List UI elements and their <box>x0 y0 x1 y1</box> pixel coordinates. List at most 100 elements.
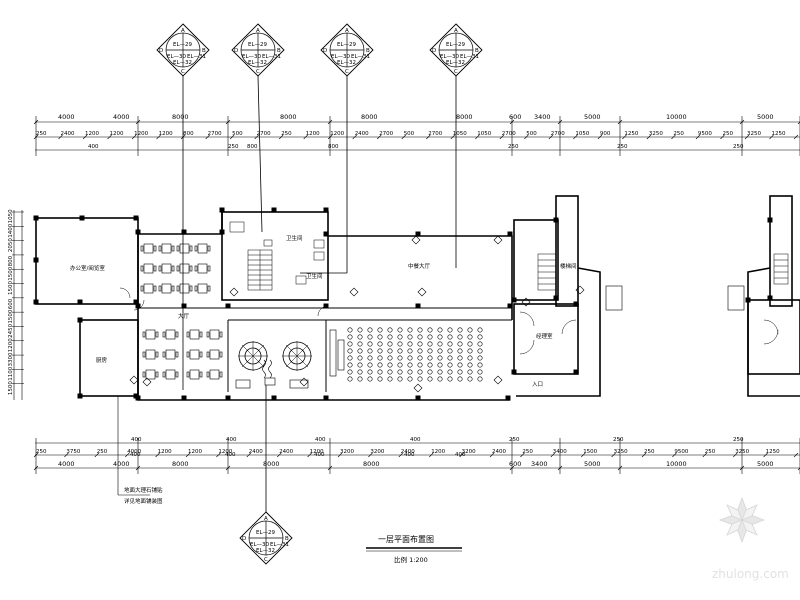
index-letter-top: A <box>264 516 268 522</box>
conference-seating <box>329 327 483 382</box>
drawing-title: 一层平面布置图 比例 1:200 <box>366 534 462 564</box>
dim-bottom-2: 5000 <box>757 460 774 468</box>
room-toilet: 卫生间 <box>286 234 303 242</box>
dim-left: 1500 <box>8 381 14 395</box>
dim-bottom-1: 2400 <box>492 449 506 455</box>
dim-bottom-2: 8000 <box>172 460 189 468</box>
dim-top-2: 2700 <box>208 131 222 137</box>
index-letter-right: B <box>285 536 289 542</box>
room-restaurant: 中餐大厅 <box>408 262 431 270</box>
dim-bottom-1: 3250 <box>735 449 749 455</box>
wave-curtain <box>262 359 272 379</box>
doors <box>119 287 779 355</box>
index-letter-left: D <box>323 48 327 54</box>
dim-bottom-1: 9500 <box>674 449 688 455</box>
dim-top-2: 2700 <box>428 131 442 137</box>
index-letter-right: B <box>277 48 281 54</box>
dimension-texts-bottom-row2: 4000 4000 8000 8000 8000 600 3400 5000 1… <box>58 460 774 468</box>
stairs <box>247 249 789 291</box>
dim-top-2: 1200 <box>330 131 344 137</box>
index-letter-left: D <box>234 48 238 54</box>
dim-bottom-1: 1200 <box>431 449 445 455</box>
dim-bottom-1: 1200 <box>218 449 232 455</box>
dim-top-2: 1050 <box>575 131 589 137</box>
dimension-texts-top: 4000 4000 8000 8000 8000 8000 600 3400 5… <box>58 113 774 121</box>
dim-top-3: 400 <box>88 144 99 150</box>
index-letter-bottom: C <box>256 69 260 75</box>
index-letter-bottom: C <box>264 557 268 563</box>
dim-bottom-1: 250 <box>97 449 108 455</box>
dim-bottom-1: 1200 <box>188 449 202 455</box>
index-letter-bottom: C <box>454 69 458 75</box>
dim-bottom-1: 2400 <box>401 449 415 455</box>
index-letter-right: B <box>366 48 370 54</box>
dim-top-1: 5000 <box>757 113 774 121</box>
dim-top-1: 4000 <box>113 113 130 121</box>
dim-top-2: 1200 <box>134 131 148 137</box>
dim-bottom-1: 4000 <box>127 449 141 455</box>
leader-lines <box>182 75 457 512</box>
dim-top-2: 1250 <box>624 131 638 137</box>
index-symbol-3: A D B C EL—29 EL—30 EL—31 EL—32 <box>320 23 374 77</box>
index-code: EL—29 <box>337 42 357 48</box>
dim-bottom-2: 4000 <box>58 460 75 468</box>
dim-bottom-3: 400 <box>404 452 415 458</box>
dim-bottom-1: 3200 <box>370 449 384 455</box>
dim-bottom-3: 400 <box>131 437 142 443</box>
dim-left: 1500 <box>8 309 14 323</box>
index-letter-left: D <box>159 48 163 54</box>
dim-top-3: 250 <box>733 144 744 150</box>
dim-bottom-2: 3400 <box>531 460 548 468</box>
dim-top-2: 900 <box>600 131 611 137</box>
index-code: EL—29 <box>173 42 193 48</box>
dim-top-2: 500 <box>232 131 243 137</box>
room-lobby: 大厅 <box>178 312 190 320</box>
entry-steps <box>605 285 745 311</box>
bottom-dimension-lines <box>33 438 800 474</box>
dim-left: 1500 <box>8 281 14 295</box>
index-letter-top: A <box>454 28 458 34</box>
dim-top-1: 8000 <box>361 113 378 121</box>
page-title: 一层平面布置图 <box>378 534 434 544</box>
dim-top-1: 10000 <box>666 113 687 121</box>
dim-top-2: 2700 <box>257 131 271 137</box>
dim-top-2: 1050 <box>453 131 467 137</box>
note-line-2: 详见地面铺装图 <box>124 497 163 505</box>
dim-bottom-3: 400 <box>315 437 326 443</box>
dim-top-2: 1200 <box>110 131 124 137</box>
dim-top-2: 250 <box>281 131 292 137</box>
dim-bottom-3: 400 <box>226 437 237 443</box>
dim-bottom-3: 400 <box>455 452 466 458</box>
index-letter-left: D <box>432 48 436 54</box>
index-code: EL—31 <box>270 542 289 548</box>
dim-bottom-3: 250 <box>733 437 744 443</box>
dim-top-2: 2400 <box>61 131 75 137</box>
dim-top-1: 8000 <box>172 113 189 121</box>
dim-bottom-3: 400 <box>130 452 141 458</box>
dim-bottom-3: 400 <box>410 437 421 443</box>
dim-bottom-3: 400 <box>314 452 325 458</box>
dim-left: 1100 <box>8 366 14 380</box>
dim-top-2: 1200 <box>159 131 173 137</box>
index-code: EL—29 <box>248 42 268 48</box>
index-code: EL—30 <box>242 54 262 60</box>
dim-top-2: 800 <box>183 131 194 137</box>
index-code: EL—29 <box>446 42 466 48</box>
index-symbol-1: A D B C EL—29 EL—30 EL—31 EL—32 <box>156 23 210 77</box>
dim-bottom-1: 1200 <box>310 449 324 455</box>
floor-note: 地面大理石铺贴 详见地面铺装图 <box>117 396 163 505</box>
dim-bottom-1: 250 <box>705 449 716 455</box>
dim-top-3: 800 <box>328 144 339 150</box>
dim-top-1: 3400 <box>534 113 551 121</box>
dim-bottom-1: 1500 <box>583 449 597 455</box>
dim-top-1: 5000 <box>584 113 601 121</box>
dim-bottom-1: 3200 <box>462 449 476 455</box>
dim-top-2: 1200 <box>306 131 320 137</box>
room-stair: 楼梯间 <box>560 262 577 270</box>
dim-left: 1500 <box>8 266 14 280</box>
index-code: EL—31 <box>187 54 206 60</box>
dim-top-1: 8000 <box>456 113 473 121</box>
index-code: EL—30 <box>167 54 187 60</box>
index-letter-top: A <box>181 28 185 34</box>
